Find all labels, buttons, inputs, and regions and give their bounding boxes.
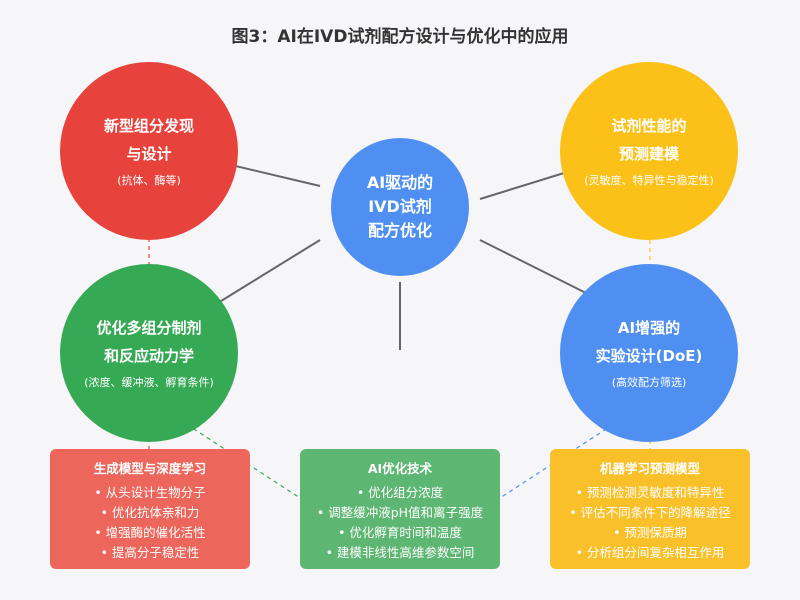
box-ml-prediction: 机器学习预测模型 • 预测检测灵敏度和特异性 • 评估不同条件下的降解途径 • …: [550, 449, 750, 569]
node-center-ai-optimization: AI驱动的 IVD试剂 配方优化: [331, 138, 469, 276]
box-item: • 优化抗体亲和力: [100, 505, 200, 520]
box-item: • 预测检测灵敏度和特异性: [575, 485, 725, 500]
node-sublabel: (高效配方筛选): [611, 376, 687, 389]
node-novel-component-discovery: 新型组分发现 与设计 (抗体、酶等): [60, 62, 238, 240]
box-item: • 优化孵育时间和温度: [338, 525, 462, 540]
node-label: 试剂性能的: [611, 117, 687, 135]
center-label: AI驱动的: [366, 173, 434, 192]
box-item: • 评估不同条件下的降解途径: [569, 505, 731, 520]
node-ai-doe: AI增强的 实验设计(DoE) (高效配方筛选): [560, 264, 738, 442]
box-item: • 分析组分间复杂相互作用: [575, 545, 725, 560]
box-item: • 提高分子稳定性: [100, 545, 200, 560]
box-ai-optimization: AI优化技术 • 优化组分浓度 • 调整缓冲液pH值和离子强度 • 优化孵育时间…: [300, 449, 500, 569]
center-label: 配方优化: [367, 221, 432, 240]
box-heading: AI优化技术: [367, 461, 433, 476]
box-item: • 建模非线性高维参数空间: [325, 545, 475, 560]
node-label: 与设计: [126, 145, 172, 163]
connector-center-bottom-right: [479, 239, 601, 301]
node-label: 和反应动力学: [103, 347, 194, 365]
box-item: • 优化组分浓度: [356, 485, 444, 500]
node-label: 预测建模: [618, 145, 679, 163]
node-sublabel: (浓度、缓冲液、孵育条件): [84, 376, 214, 389]
box-heading: 机器学习预测模型: [599, 461, 700, 476]
box-item: • 调整缓冲液pH值和离子强度: [316, 505, 484, 520]
node-formulation-optimization: 优化多组分制剂 和反应动力学 (浓度、缓冲液、孵育条件): [60, 264, 238, 442]
box-item: • 从头设计生物分子: [94, 485, 206, 500]
node-label: 新型组分发现: [103, 117, 194, 135]
node-sublabel: (抗体、酶等): [117, 174, 181, 187]
page-title: 图3：AI在IVD试剂配方设计与优化中的应用: [231, 27, 569, 47]
node-label: AI增强的: [617, 319, 681, 337]
node-sublabel: (灵敏度、特异性与稳定性): [584, 174, 714, 187]
node-label: 实验设计(DoE): [595, 347, 703, 365]
box-generative-models: 生成模型与深度学习 • 从头设计生物分子 • 优化抗体亲和力 • 增强酶的催化活…: [50, 449, 250, 569]
box-item: • 预测保质期: [613, 525, 687, 540]
center-label: IVD试剂: [368, 197, 432, 216]
box-item: • 增强酶的催化活性: [94, 525, 206, 540]
node-performance-prediction: 试剂性能的 预测建模 (灵敏度、特异性与稳定性): [560, 62, 738, 240]
node-label: 优化多组分制剂: [96, 319, 202, 337]
box-heading: 生成模型与深度学习: [93, 461, 207, 476]
